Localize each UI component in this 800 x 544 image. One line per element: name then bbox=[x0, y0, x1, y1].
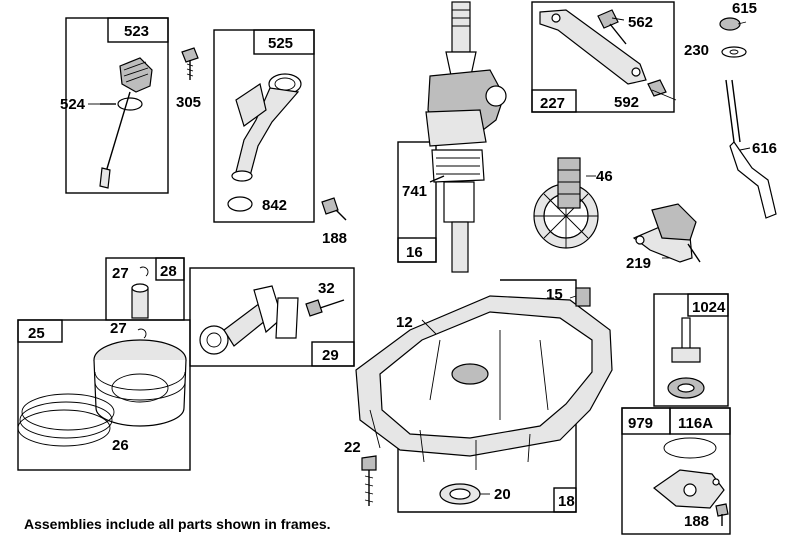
frame-525-label: 525 bbox=[268, 35, 293, 52]
frame-25 bbox=[17, 319, 191, 471]
part-20-label: 20 bbox=[494, 486, 511, 503]
assemblies-footnote: Assemblies include all parts shown in fr… bbox=[24, 516, 331, 532]
part-number-labels: 524 305 842 188 562 592 615 230 616 741 … bbox=[60, 0, 777, 530]
leader-lines bbox=[88, 17, 751, 495]
piston-pin-part bbox=[131, 266, 149, 319]
part-219-label: 219 bbox=[626, 255, 651, 272]
part-27-lower-label: 27 bbox=[110, 320, 127, 337]
oil-fill-tube-part bbox=[227, 73, 302, 212]
connecting-rod-part bbox=[199, 285, 345, 355]
part-26-label: 26 bbox=[112, 437, 129, 454]
part-305-label: 305 bbox=[176, 94, 201, 111]
frame-29-label: 29 bbox=[322, 347, 339, 364]
governor-lever-part bbox=[539, 9, 667, 97]
part-616-label: 616 bbox=[752, 140, 777, 157]
part-562-label: 562 bbox=[628, 14, 653, 31]
frame-16-label: 16 bbox=[406, 244, 423, 261]
part-188-lower-label: 188 bbox=[684, 513, 709, 530]
frame-979 bbox=[621, 407, 731, 535]
frame-25-label: 25 bbox=[28, 325, 45, 342]
frame-525 bbox=[213, 29, 315, 223]
frame-523 bbox=[65, 17, 169, 194]
oil-pump-part bbox=[667, 317, 705, 399]
part-741-label: 741 bbox=[402, 183, 427, 200]
bolt-188-upper bbox=[321, 197, 347, 221]
frame-523-label: 523 bbox=[124, 23, 149, 40]
dipstick-part bbox=[99, 57, 153, 189]
part-615-label: 615 bbox=[732, 0, 757, 17]
part-524-label: 524 bbox=[60, 96, 86, 113]
part-592-label: 592 bbox=[614, 94, 639, 111]
frame-18 bbox=[397, 279, 577, 513]
frame-227-label: 227 bbox=[540, 95, 565, 112]
frame-18-label: 18 bbox=[558, 493, 575, 510]
frame-1024 bbox=[653, 293, 729, 407]
frame-28-label: 28 bbox=[160, 263, 177, 280]
oil-seal-20 bbox=[439, 483, 481, 505]
frame-29 bbox=[189, 267, 355, 367]
part-230-label: 230 bbox=[684, 42, 709, 59]
piston-part bbox=[17, 328, 187, 447]
part-32-label: 32 bbox=[318, 280, 335, 297]
bolt-305 bbox=[181, 47, 199, 80]
governor-shaft-part bbox=[719, 17, 777, 219]
part-46-label: 46 bbox=[596, 168, 613, 185]
oil-sump-part bbox=[355, 287, 613, 470]
frame-116a-label: 116A bbox=[678, 415, 713, 432]
part-188-upper-label: 188 bbox=[322, 230, 347, 247]
frame-16 bbox=[397, 141, 437, 263]
pump-cover-part bbox=[653, 437, 729, 526]
frame-227 bbox=[531, 1, 675, 113]
frame-number-labels: 523 525 227 16 28 29 25 18 1024 979 116A bbox=[28, 23, 726, 510]
crankshaft-part bbox=[425, 1, 507, 273]
governor-assembly-part bbox=[632, 203, 701, 263]
part-27-upper-label: 27 bbox=[112, 265, 129, 282]
part-15-label: 15 bbox=[546, 286, 563, 303]
frame-979-label: 979 bbox=[628, 415, 653, 432]
part-12-label: 12 bbox=[396, 314, 413, 331]
part-22-label: 22 bbox=[344, 439, 361, 456]
bolt-22 bbox=[361, 455, 377, 506]
part-842-label: 842 bbox=[262, 197, 287, 214]
frame-1024-label: 1024 bbox=[692, 299, 726, 316]
camshaft-part bbox=[533, 157, 599, 249]
